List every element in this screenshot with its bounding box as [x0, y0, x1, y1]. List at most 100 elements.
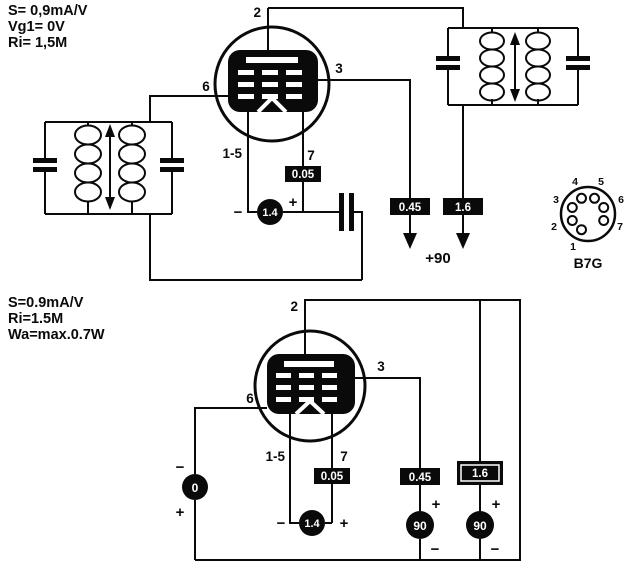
coil-turn [74, 162, 102, 184]
coupling-arrowhead [105, 124, 115, 137]
grid-dash [286, 70, 302, 75]
grid-dash [262, 82, 278, 87]
minus-sign: − [234, 204, 243, 221]
base-type-label: B7G [574, 255, 603, 271]
capacitor-plate [339, 193, 344, 231]
battery-value: 0 [192, 481, 199, 495]
pin-label-2: 2 [290, 299, 298, 314]
param-anode-dissipation: Wa=max.0.7W [8, 327, 105, 343]
coil-turn [525, 31, 551, 51]
param-grid-voltage: Vg1= 0V [8, 19, 65, 35]
meter-value: 0.05 [292, 169, 315, 181]
bottom-screen-battery: 90 + − [466, 496, 501, 558]
bottom-anode-battery: 90 + − [406, 496, 441, 558]
coil-turn [118, 181, 146, 203]
battery-value: 90 [413, 519, 427, 533]
base-pin-6 [598, 202, 610, 213]
base-pin-2 [566, 215, 578, 226]
plus-sign: + [492, 496, 501, 513]
plus-sign: + [289, 194, 298, 211]
base-pin-number-2: 2 [551, 221, 557, 233]
capacitor-plate [33, 158, 57, 163]
grid-dash [286, 82, 302, 87]
base-pin-4 [576, 192, 587, 204]
meter-box [443, 198, 483, 215]
pin-label-7: 7 [307, 148, 315, 163]
bottom-parameters: S=0.9mA/V Ri=1.5M Wa=max.0.7W [8, 295, 105, 343]
pin-label-7: 7 [340, 449, 348, 464]
grid-dash [276, 397, 291, 402]
base-pin-number-4: 4 [572, 176, 578, 188]
grid-dash [238, 70, 254, 75]
grid-dash [238, 94, 254, 99]
meter-value: 1.6 [455, 202, 471, 214]
battery-circle [406, 511, 434, 539]
bottom-circuit-wires [194, 299, 521, 561]
param-internal-resistance: Ri=1.5M [8, 311, 63, 327]
grid-dash [322, 397, 337, 402]
grid-dash [238, 82, 254, 87]
battery-value: 1.4 [304, 518, 320, 530]
top-circuit: S= 0,9mA/V Vg1= 0V Ri= 1,5M [8, 3, 590, 281]
meter-box [314, 468, 350, 484]
pin-label-2: 2 [253, 5, 261, 20]
supply-arrowhead [403, 233, 417, 249]
coil-turn [479, 82, 505, 102]
pin-label-3: 3 [335, 61, 343, 76]
pin-label-1-5: 1-5 [265, 449, 285, 464]
plus-sign: + [432, 496, 441, 513]
capacitor-plate [566, 65, 590, 70]
capacitor-plate [436, 65, 460, 70]
battery-circle [466, 511, 494, 539]
coupling-arrowhead [510, 89, 520, 102]
coil-turn [74, 143, 102, 165]
meter-value: 0.05 [321, 471, 344, 483]
top-bypass-capacitor [339, 193, 354, 231]
minus-sign: − [491, 541, 500, 558]
coil-turn [479, 65, 505, 85]
supply-voltage-label: +90 [425, 250, 450, 267]
capacitor-plate [349, 193, 354, 231]
coil-turn [479, 31, 505, 51]
meter-box [285, 166, 321, 182]
base-pin-number-1: 1 [570, 241, 576, 253]
grid-dash [276, 373, 291, 378]
bottom-meter-box-screen: 1.6 [457, 461, 503, 485]
battery-circle [182, 474, 208, 500]
top-output-transformer [436, 27, 590, 106]
coil-turn [74, 124, 102, 146]
minus-sign: − [176, 459, 185, 476]
coil-turn [479, 48, 505, 68]
grid-dash [299, 373, 314, 378]
base-outline [559, 185, 617, 243]
pin-label-3: 3 [377, 359, 385, 374]
supply-arrowhead [456, 233, 470, 249]
top-meter-box-screen: 1.6 [443, 198, 483, 215]
meter-box-highlight [460, 464, 500, 482]
base-pin-5 [589, 192, 600, 204]
plus-sign: + [176, 504, 185, 521]
top-input-transformer [33, 121, 184, 215]
bottom-grid-battery: 0 − + [176, 459, 208, 521]
capacitor-plate [33, 167, 57, 172]
battery-circle [257, 199, 283, 225]
grid-dash [322, 385, 337, 390]
plus-sign: + [340, 515, 349, 532]
pin-label-6: 6 [202, 79, 210, 94]
top-filament-battery: 1.4 − + [234, 194, 298, 225]
filament-chevron [294, 398, 326, 416]
capacitor-plate [160, 158, 184, 163]
coil-turn [525, 48, 551, 68]
param-internal-resistance: Ri= 1,5M [8, 35, 67, 51]
bottom-meter-box-anode: 0.45 [400, 468, 440, 485]
anode-bar [284, 361, 334, 367]
coil-turn [525, 65, 551, 85]
coil-turn [74, 181, 102, 203]
transformer-frame [44, 121, 173, 215]
grid-dash [262, 70, 278, 75]
top-circuit-wires [149, 7, 464, 281]
filament-chevron [256, 95, 288, 114]
top-tube-electrodes [228, 50, 318, 114]
top-meter-box-anode: 0.45 [390, 198, 430, 215]
